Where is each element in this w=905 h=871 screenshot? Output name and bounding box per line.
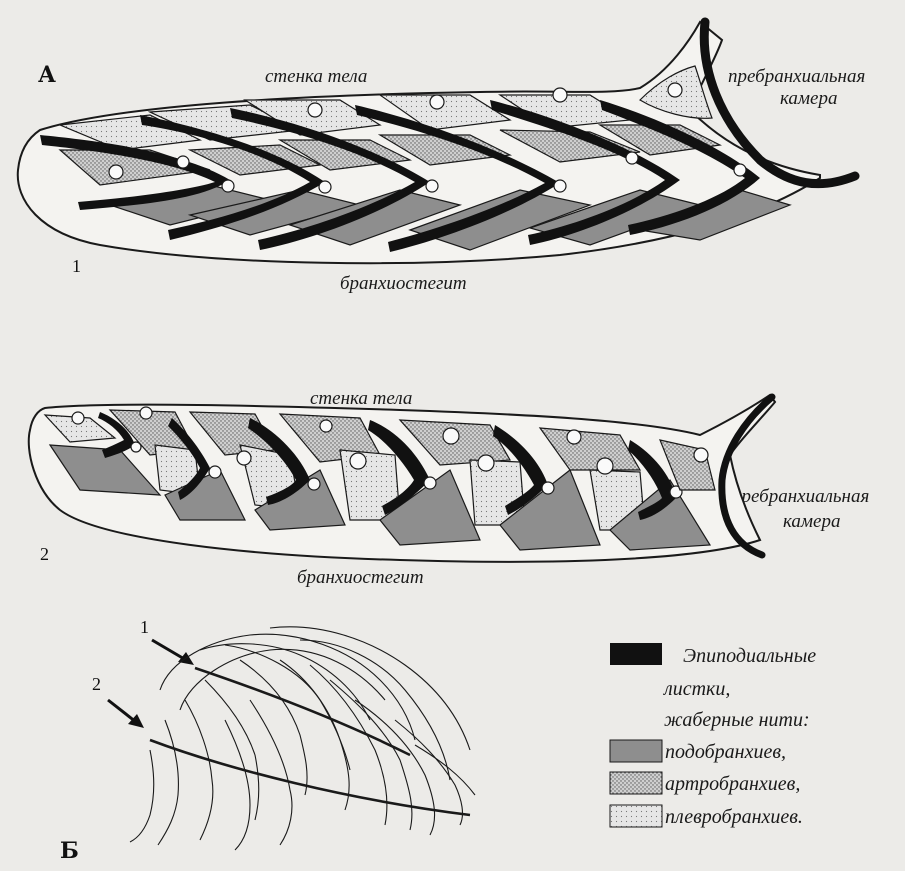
gill-spot [554, 180, 566, 192]
gill-spot [424, 477, 436, 489]
gill-spot [320, 420, 332, 432]
gill-spot [319, 181, 331, 193]
gill-spot [209, 466, 221, 478]
panel-a-section-1: А стенка тела бранхиостегит пребранхиаль… [18, 22, 866, 294]
body-wall-label-2: стенка тела [310, 388, 412, 409]
legend-swatch-artro [610, 772, 662, 794]
gill-spot [542, 482, 554, 494]
panel-b: Б 1 2 [60, 617, 475, 864]
gill-spot [626, 152, 638, 164]
gill-spot [734, 164, 746, 176]
gill-spot [350, 453, 366, 469]
prebranchial-chamber-label-1a: пребранхиальная [728, 66, 865, 87]
gill-spot [694, 448, 708, 462]
gill-spot [308, 103, 322, 117]
gill-spot [553, 88, 567, 102]
section-number-1: 1 [72, 256, 81, 276]
chamber-spot-1 [668, 83, 682, 97]
legend-item-artro: артробранхиев, [665, 773, 800, 795]
arrow-label-1: 1 [140, 617, 149, 637]
panel-b-letter: Б [60, 838, 79, 864]
panel-a-letter: А [38, 62, 56, 88]
legend: Эпиподиальные листки, жаберные нити: под… [610, 643, 816, 828]
gill-axis-1 [195, 668, 410, 755]
section-number-2: 2 [40, 544, 49, 564]
prebranchial-chamber-label-1b: камера [780, 88, 837, 109]
arrow-label-2: 2 [92, 674, 101, 694]
gill-spot [222, 180, 234, 192]
gill-spot [478, 455, 494, 471]
body-wall-label-1: стенка тела [265, 66, 367, 87]
legend-title-line3: жаберные нити: [664, 709, 810, 731]
gill-spot [430, 95, 444, 109]
arrow-2 [108, 700, 144, 728]
prebranchial-chamber-label-2a: пребранхиальная [732, 486, 869, 507]
gill-spot [177, 156, 189, 168]
legend-swatch-epipodial [610, 643, 662, 665]
legend-item-podo: подобранхиев, [665, 741, 786, 763]
gill-spot [308, 478, 320, 490]
gill-spot [426, 180, 438, 192]
gill-spot [597, 458, 613, 474]
gill-spot [140, 407, 152, 419]
legend-title-line1: Эпиподиальные [683, 645, 816, 667]
panel-a-section-2: стенка тела бранхиостегит пребранхиальна… [29, 388, 870, 588]
arrow-1 [152, 640, 194, 665]
prebranchial-chamber-label-2b: камера [783, 511, 840, 532]
legend-title-line2: листки, [663, 678, 730, 700]
legend-swatch-pleuro [610, 805, 662, 827]
gill-spot [109, 165, 123, 179]
gill-spot [443, 428, 459, 444]
branchiostegite-label-1: бранхиостегит [340, 273, 467, 294]
gill-spot [237, 451, 251, 465]
gill-spot [567, 430, 581, 444]
branchiostegite-label-2: бранхиостегит [297, 567, 424, 588]
gill-spot [72, 412, 84, 424]
gill-axis-2 [150, 740, 470, 815]
legend-item-pleuro: плевробранхиев. [665, 806, 803, 828]
legend-swatch-podo [610, 740, 662, 762]
